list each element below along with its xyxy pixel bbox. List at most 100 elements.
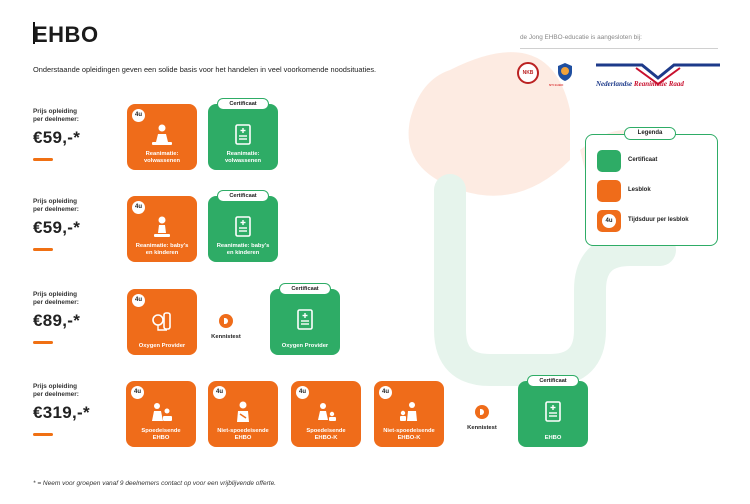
document-plus-icon [230, 122, 256, 148]
shield-logo [558, 63, 572, 81]
certificate-badge: Certificaat [217, 98, 269, 110]
tile-label: Reanimatie:volwassenen [129, 151, 195, 165]
certificate-badge: Certificaat [279, 283, 331, 295]
duration-badge: 4u [213, 386, 226, 399]
certificate-badge: Certificaat [527, 375, 579, 387]
price-label: Prijs opleiding [33, 198, 78, 205]
document-plus-icon [540, 399, 566, 425]
price-value: €59,-* [33, 128, 81, 147]
title-cursor [33, 22, 35, 44]
duration-badge: 4u [132, 109, 145, 122]
tile-label-line1: Spoedeisende [306, 428, 346, 434]
tile-label-line1: Reanimatie: baby's [216, 243, 270, 249]
price-value: €319,-* [33, 403, 90, 422]
intro-text: Onderstaande opleidingen geven een solid… [33, 65, 377, 74]
legend-title: Legenda [624, 127, 676, 140]
nrr-logo [596, 63, 720, 86]
price-label: per deelnemer: [33, 116, 79, 123]
duration-badge: 4u [379, 386, 392, 399]
tile-label: Oxygen Provider [272, 343, 338, 350]
tile-label-line2: EHBO [152, 435, 170, 441]
play-icon [475, 405, 489, 419]
price-label: per deelnemer: [33, 299, 79, 306]
kennistest-step: Kennistest [204, 314, 248, 340]
duration-badge: 4u [131, 386, 144, 399]
tile-label-line2: EHBO-K [314, 435, 338, 441]
tile-label-line2: EHBO-K [397, 435, 421, 441]
price-label: Prijs opleiding [33, 291, 78, 298]
tile-label-line1: Reanimatie: [226, 151, 260, 157]
nrr-name-accent: Reanimatie Raad [633, 80, 684, 88]
legend-duration-swatch: 4u [597, 210, 621, 232]
bandaged-person-icon [230, 399, 256, 425]
certificate-badge: Certificaat [217, 190, 269, 202]
price-label: Prijs opleiding [33, 108, 78, 115]
nrr-logo-text: Nederlandse Reanimatie Raad [596, 80, 684, 88]
legend-certificate-swatch [597, 150, 621, 172]
tile-label-line2: volwassenen [224, 158, 262, 164]
affiliation-divider [520, 48, 718, 49]
kennistest-label: Kennistest [467, 425, 497, 431]
tile-label-line2: en kinderen [145, 250, 179, 256]
tile-label-line1: EHBO [544, 435, 562, 441]
tile-label-line2: EHBO [234, 435, 252, 441]
price-label: Prijs opleiding [33, 383, 78, 390]
legend-4u-badge: 4u [602, 214, 616, 228]
kennistest-label: Kennistest [211, 334, 241, 340]
play-icon [219, 314, 233, 328]
legend-duration-label: Tijdsduur per lesblok [628, 217, 689, 223]
document-plus-icon [230, 214, 256, 240]
shield-logo-text: NTI EHBO [549, 83, 564, 87]
tile-label-line2: volwassenen [143, 158, 181, 164]
kennistest-step: Kennistest [460, 405, 504, 431]
duration-badge: 4u [132, 201, 145, 214]
tile-label-line1: Oxygen Provider [281, 343, 329, 349]
child-bandage-icon [396, 399, 422, 425]
cpr-adult-icon [149, 122, 175, 148]
oxygen-icon [149, 307, 175, 333]
tile-label-line1: Reanimatie: baby's [135, 243, 189, 249]
tile-label-line1: Reanimatie: [145, 151, 179, 157]
tile-label-line1: Spoedeisende [141, 428, 181, 434]
price-underline [33, 158, 53, 161]
page-title: EHBO [33, 22, 99, 47]
tile-label-line2: en kinderen [226, 250, 260, 256]
price-label: per deelnemer: [33, 206, 79, 213]
tile-label-line1: Oxygen Provider [138, 343, 186, 349]
legend-lesblok-label: Lesblok [628, 187, 651, 193]
legend-lesblok-swatch [597, 180, 621, 202]
duration-badge: 4u [132, 294, 145, 307]
duration-badge: 4u [296, 386, 309, 399]
first-aid-child-icon [313, 399, 339, 425]
price-value: €89,-* [33, 311, 81, 330]
nkb-logo: NKB [517, 62, 539, 84]
price-underline [33, 248, 53, 251]
price-value: €59,-* [33, 218, 81, 237]
legend-certificate-label: Certificaat [628, 157, 658, 163]
first-aid-adult-icon [148, 399, 174, 425]
tile-label: Reanimatie:volwassenen [210, 151, 276, 165]
price-underline [33, 341, 53, 344]
cpr-child-icon [149, 214, 175, 240]
tile-label: Oxygen Provider [129, 343, 195, 350]
tile-label: EHBO [520, 435, 586, 442]
footnote: * = Neem voor groepen vanaf 9 deelnemers… [33, 480, 276, 487]
price-label: per deelnemer: [33, 391, 79, 398]
